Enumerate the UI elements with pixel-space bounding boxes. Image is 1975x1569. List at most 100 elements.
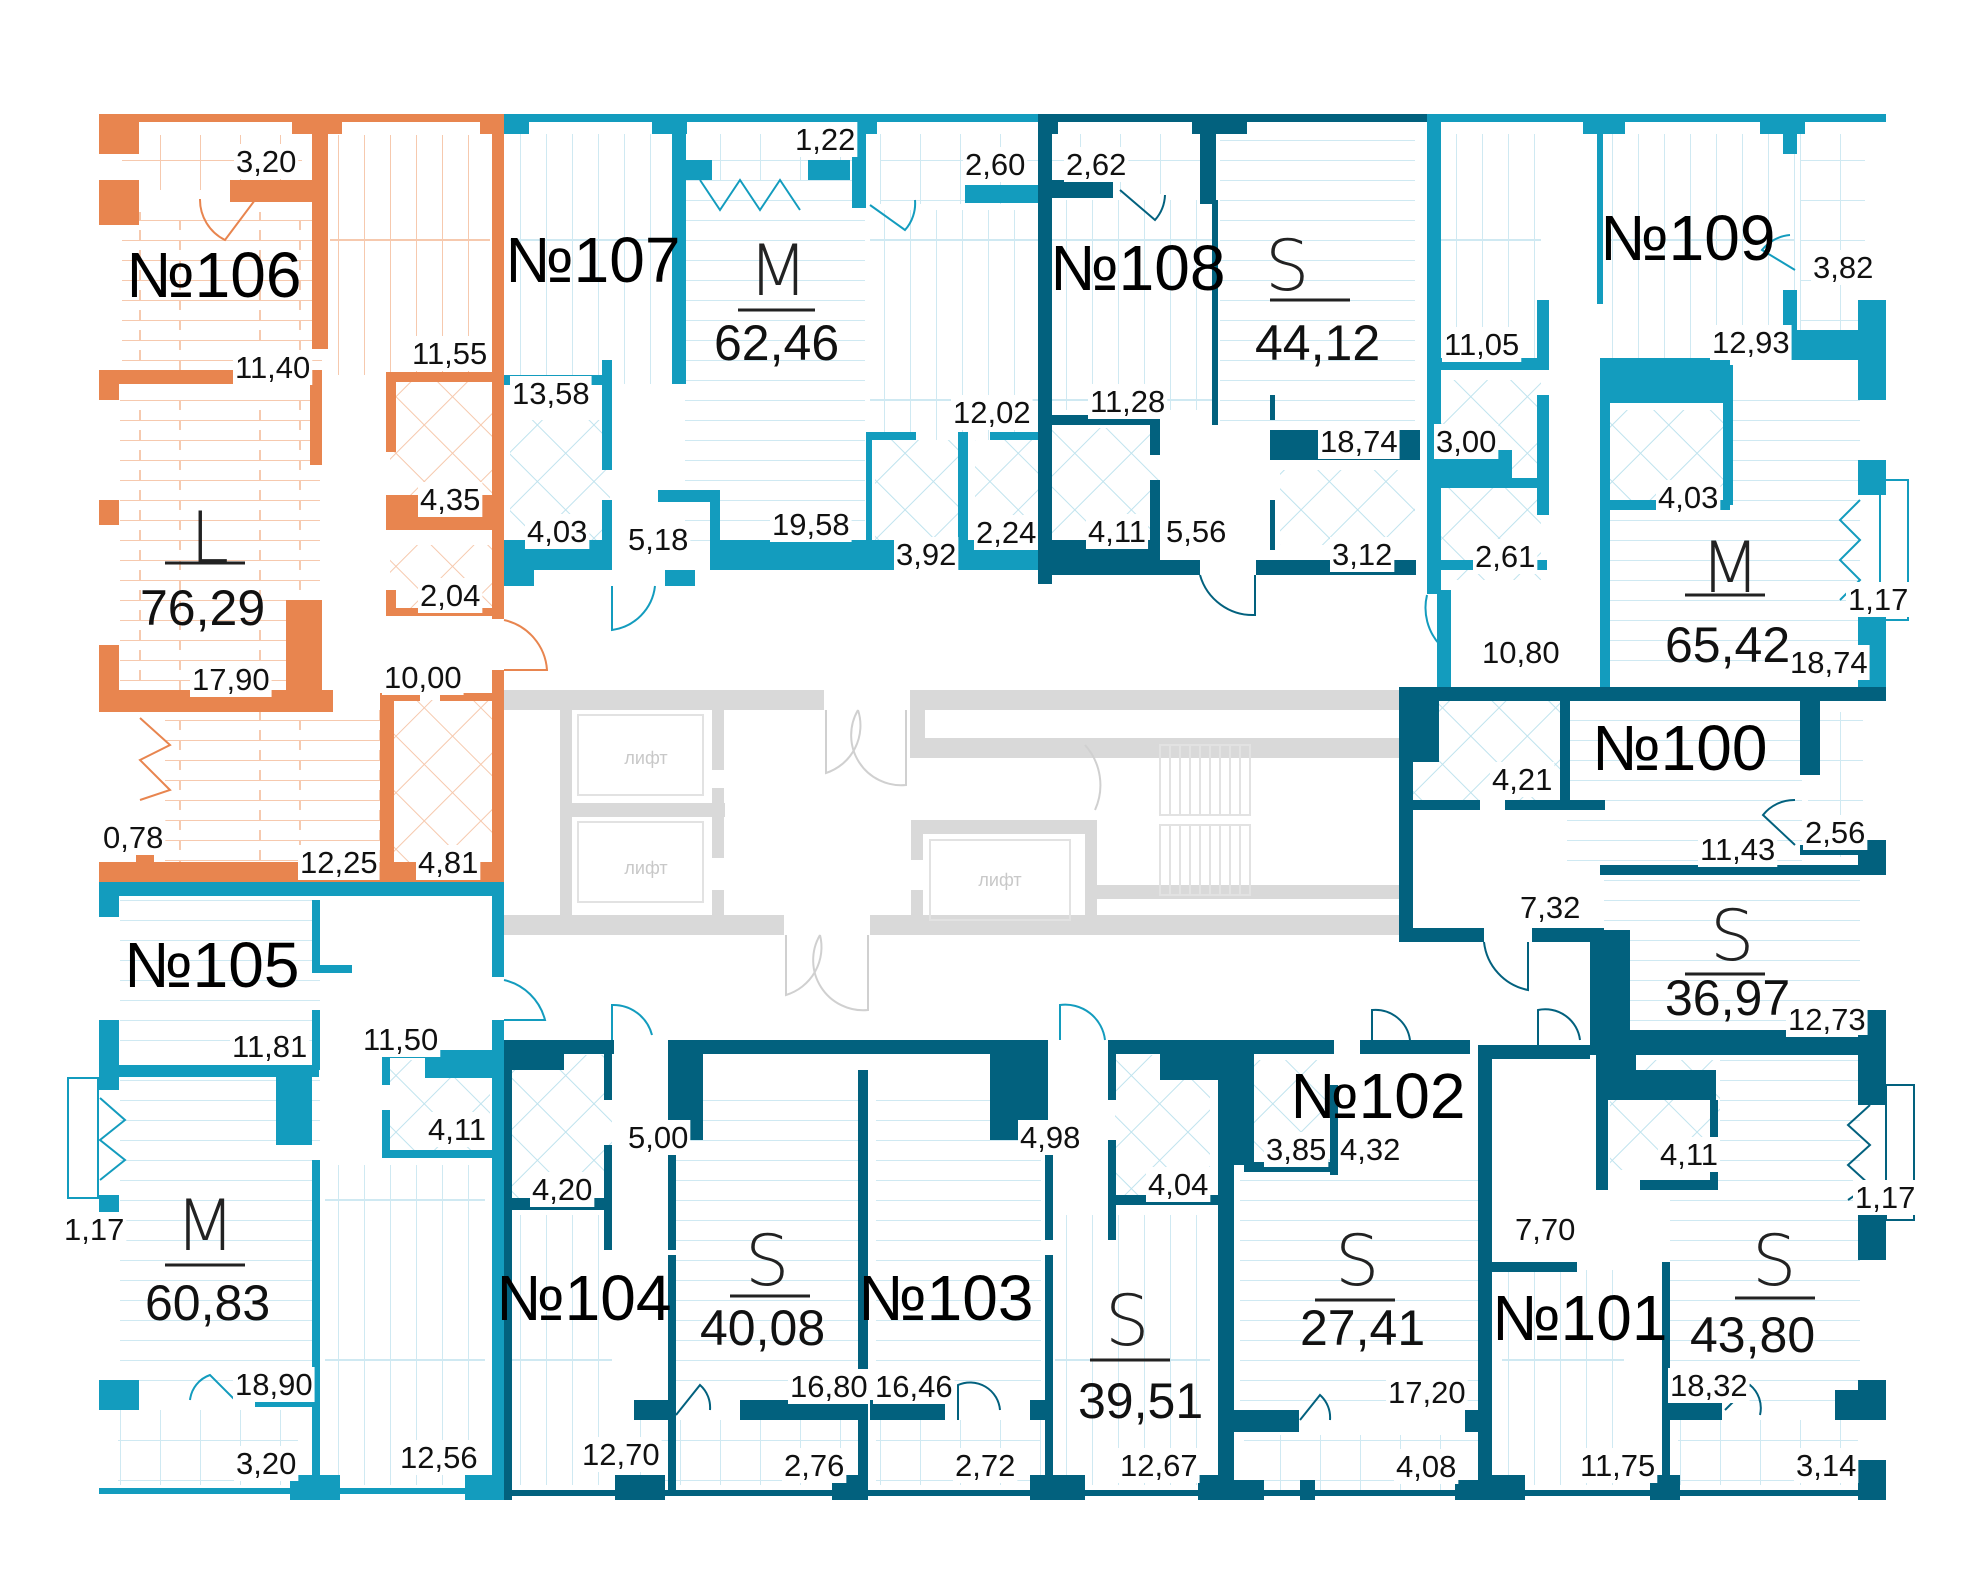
- label-background: [1146, 1167, 1211, 1202]
- label-background: [1788, 645, 1870, 680]
- label-background: [1330, 537, 1395, 572]
- label-background: [1513, 1212, 1578, 1247]
- apartment-105[interactable]: №105 11,81 11,50 4,11 1,17 M 60,83 18,90…: [62, 882, 547, 1500]
- label-background: [1118, 1448, 1200, 1483]
- apartment-number: №106: [126, 239, 301, 311]
- label-background: [1264, 1132, 1329, 1167]
- label-background: [298, 845, 380, 880]
- label-background: [963, 147, 1028, 182]
- room-area: 4,11: [1088, 514, 1146, 549]
- label-background: [1811, 250, 1876, 285]
- apartment-number: №109: [1600, 202, 1775, 274]
- room-area: 5,00: [628, 1120, 688, 1155]
- stairs: [1159, 744, 1251, 896]
- apartment-101[interactable]: 4,11 1,17 7,70 №101 S 43,80 18,32 11,75 …: [1490, 1008, 1918, 1500]
- room-area: 2,61: [1475, 539, 1535, 574]
- apartment-106[interactable]: 3,20 №106 11,40 11,55 4,35 2,04 L 76,29 …: [99, 114, 549, 882]
- label-background: [418, 482, 483, 517]
- label-background: [1164, 514, 1229, 549]
- room-area: 4,04: [1148, 1167, 1208, 1202]
- apartment-type: S: [1710, 895, 1754, 977]
- apartment-102[interactable]: №102 3,85 4,32 S 27,41 17,20 4,08: [1234, 1008, 1492, 1500]
- apartment-number: №103: [858, 1262, 1033, 1334]
- label-background: [234, 1446, 299, 1481]
- label-background: [1386, 1375, 1468, 1410]
- label-background: [1803, 815, 1868, 850]
- label-background: [101, 820, 166, 855]
- apartment-number: №104: [496, 1262, 671, 1334]
- room-area: 2,60: [965, 147, 1025, 182]
- room-area: 17,90: [192, 662, 270, 697]
- apartment-total-area: 76,29: [140, 580, 265, 636]
- room-area: 12,25: [300, 845, 378, 880]
- label-background: [974, 515, 1039, 550]
- apartment-108[interactable]: 2,62 №108 S 44,12 11,28 18,74 4,11 5,56 …: [1038, 114, 1427, 617]
- apartment-104[interactable]: 5,00 4,20 №104 S 40,08 16,80 12,70 2,76: [496, 1003, 870, 1500]
- room-area: 11,75: [1580, 1448, 1655, 1483]
- label-background: [1786, 1002, 1868, 1037]
- room-area: 4,21: [1492, 762, 1552, 797]
- room-area: 5,18: [628, 522, 688, 557]
- room-area: 1,17: [1855, 1180, 1915, 1215]
- label-background: [788, 1369, 870, 1404]
- room-area: 16,46: [875, 1369, 953, 1404]
- label-background: [510, 376, 592, 411]
- apartment-107[interactable]: №107 1,22 M 62,46 13,58 4,03 5,18 19,58 …: [504, 114, 1040, 632]
- room-area: 11,81: [232, 1029, 307, 1064]
- apartment-number: №107: [505, 224, 680, 296]
- room-area: 18,74: [1790, 645, 1868, 680]
- label-background: [1668, 1368, 1750, 1403]
- room-area: 4,35: [420, 482, 480, 517]
- label-background: [416, 845, 481, 880]
- lift-car: [577, 821, 704, 903]
- label-background: [793, 122, 858, 157]
- apartment-type: S: [745, 1220, 789, 1302]
- label-background: [1338, 1132, 1403, 1167]
- room-area: 12,70: [582, 1437, 660, 1472]
- label-background: [782, 1448, 847, 1483]
- room-area: 5,56: [1166, 514, 1226, 549]
- label-background: [1658, 1137, 1721, 1172]
- room-area: 4,20: [532, 1172, 592, 1207]
- room-area: 3,14: [1796, 1448, 1856, 1483]
- apartment-total-area: 60,83: [145, 1275, 270, 1331]
- apartment-number: №108: [1050, 232, 1225, 304]
- apartment-type: M: [175, 1185, 235, 1267]
- room-area: 2,24: [976, 515, 1036, 550]
- apartment-103[interactable]: №103 4,98 4,04 S 39,51 16,46 2,72 12,67: [858, 1003, 1236, 1500]
- label-background: [525, 514, 590, 549]
- room-area: 4,11: [428, 1112, 486, 1147]
- room-area: 3,92: [896, 537, 956, 572]
- room-area: 4,03: [527, 514, 587, 549]
- room-area: 12,02: [953, 395, 1031, 430]
- room-area: 19,58: [772, 507, 850, 542]
- label-background: [234, 144, 299, 179]
- label-background: [1710, 325, 1792, 360]
- apartment-109[interactable]: №109 11,05 12,93 3,82 3,00 4,03 2,61 M 6…: [1424, 114, 1911, 690]
- room-area: 4,98: [1020, 1120, 1080, 1155]
- label-background: [1518, 890, 1583, 925]
- apartment-type: S: [1265, 225, 1309, 307]
- label-background: [1578, 1448, 1658, 1483]
- room-area: 13,58: [512, 376, 590, 411]
- label-background: [62, 1212, 127, 1247]
- apartment-total-area: 65,42: [1665, 617, 1790, 673]
- room-area: 18,32: [1670, 1368, 1748, 1403]
- label-background: [1442, 327, 1522, 362]
- room-area: 11,50: [363, 1022, 438, 1057]
- label-background: [1480, 635, 1562, 670]
- label-background: [894, 537, 959, 572]
- label-background: [361, 1022, 441, 1057]
- room-area: 16,80: [790, 1369, 868, 1404]
- apartment-number: №100: [1592, 712, 1767, 784]
- room-area: 4,32: [1340, 1132, 1400, 1167]
- apartment-100[interactable]: 4,21 №100 2,56 11,43 7,32 S 36,97 12,73: [1399, 687, 1886, 1055]
- label-background: [233, 350, 313, 385]
- room-area: 3,20: [236, 1446, 296, 1481]
- apartment-type: M: [748, 230, 808, 312]
- core-door[interactable]: [785, 709, 1102, 1012]
- label-background: [626, 522, 691, 557]
- label-background: [953, 1448, 1018, 1483]
- room-area: 11,40: [235, 350, 310, 385]
